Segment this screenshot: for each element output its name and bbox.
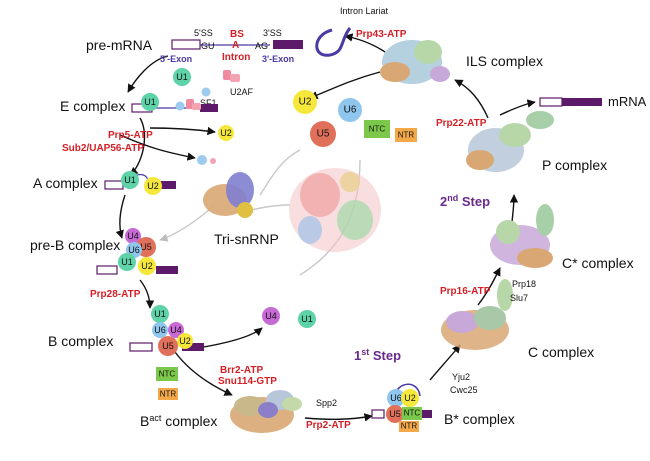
a-u2-label: U2: [147, 181, 159, 191]
b-complex: B complex U1 U4 U6 U2 U5: [48, 305, 204, 356]
b-u5-label: U5: [162, 341, 174, 351]
mrna-label: mRNA: [608, 94, 647, 109]
bs-label: BS: [230, 29, 244, 40]
released-u2af: [210, 158, 216, 164]
exon3-label: 3'-Exon: [262, 54, 294, 64]
slu7-label: Slu7: [510, 293, 528, 303]
pre-b-label: pre-B complex: [30, 237, 120, 253]
ils-label: ILS complex: [466, 53, 543, 69]
e-complex: E complex U1: [60, 93, 218, 114]
exon5-label: 5'-Exon: [160, 54, 192, 64]
ss3-label: 3'SS: [263, 28, 282, 38]
first-step-label: 1st Step: [354, 347, 401, 363]
a-complex: A complex U1 U2: [33, 171, 176, 195]
ntr-label: NTR: [160, 390, 177, 399]
e-complex-label: E complex: [60, 98, 125, 114]
bs-u2-label: U2: [404, 393, 416, 403]
a-u1-label: U1: [124, 175, 136, 185]
b-u1-label: U1: [154, 309, 166, 319]
ils-structure: [380, 40, 450, 84]
intron-lariat-label: Intron Lariat: [340, 6, 389, 16]
a-complex-label: A complex: [33, 175, 98, 191]
u1-free-top: U1: [173, 68, 191, 86]
sf1-label: SF1: [200, 98, 217, 108]
b-u4-label: U4: [170, 325, 182, 335]
yju2-label: Yju2: [452, 372, 470, 382]
bs-u6-label: U6: [390, 393, 402, 403]
prp16-label: Prp16-ATP: [440, 286, 491, 297]
u2-free-e: U2: [218, 125, 234, 141]
bact-complex-label: Bact complex: [140, 413, 217, 429]
second-step-label: 2nd Step: [440, 193, 490, 209]
ntc-label: NTC: [159, 370, 176, 379]
released-snrnps-top: U2 U6 U5 NTC NTR: [293, 90, 417, 147]
preb-u6-label: U6: [128, 245, 140, 255]
preb-u4-label: U4: [127, 231, 139, 241]
preb-u5-label: U5: [140, 242, 152, 252]
bstar-label: B* complex: [444, 411, 515, 427]
u2-label: U2: [220, 128, 232, 138]
prp22-label: Prp22-ATP: [436, 118, 487, 129]
tri-snrnp-label: Tri-snRNP: [214, 231, 279, 247]
bs-u5-label: U5: [389, 409, 401, 419]
top-u2-label: U2: [299, 97, 312, 108]
top-u5-label: U5: [317, 129, 330, 140]
p-complex-label: P complex: [542, 157, 607, 173]
top-ntc-label: NTC: [369, 125, 386, 134]
a-structure: [203, 172, 254, 218]
prp43-label: Prp43-ATP: [356, 29, 407, 40]
gu-label: GU: [201, 41, 215, 51]
central-structure: [289, 168, 381, 252]
p-structure: [466, 111, 554, 172]
ag-label: AG: [255, 41, 268, 51]
spp2-label: Spp2: [316, 398, 337, 408]
branch-a-label: A: [232, 40, 239, 51]
pre-mrna-label: pre-mRNA: [86, 37, 153, 53]
b-u2-label: U2: [179, 336, 191, 346]
cwc25-label: Cwc25: [450, 385, 478, 395]
prp5-label: Prp5-ATP: [108, 130, 153, 141]
bact-structure: [230, 390, 302, 433]
u2af-label: U2AF: [230, 87, 254, 97]
preb-u2-label: U2: [141, 261, 153, 271]
b-u6-label: U6: [154, 325, 166, 335]
bs-ntr-label: NTR: [401, 422, 418, 431]
brr2-label: Brr2-ATP: [220, 365, 263, 376]
b-complex-label: B complex: [48, 333, 113, 349]
intron-lariat: Intron Lariat: [315, 6, 389, 57]
pre-mrna: pre-mRNA 5'SS 3'SS BS A GU AG 5'-Exon In…: [86, 28, 303, 64]
u1-label: U1: [176, 72, 188, 82]
mrna: mRNA: [539, 94, 647, 109]
pre-b-complex: pre-B complex U4 U5 U6 U1 U2: [30, 228, 178, 275]
prp18-label: Prp18: [512, 279, 536, 289]
u2af-sf1: U2AF SF1: [200, 70, 254, 108]
c-structure: [441, 279, 513, 350]
released-sf1: [197, 155, 207, 165]
c-complex-label: C complex: [528, 344, 594, 360]
rel-u4-label: U4: [265, 311, 277, 321]
top-ntr-label: NTR: [398, 131, 415, 140]
ntc-ntr-left: NTC NTR: [156, 367, 178, 400]
intron-label: Intron: [222, 52, 250, 63]
e-u1-label: U1: [144, 97, 156, 107]
prp28-label: Prp28-ATP: [90, 289, 141, 300]
top-u6-label: U6: [344, 105, 357, 116]
sub2-label: Sub2/UAP56-ATP: [62, 143, 144, 154]
cstar-structure: [490, 204, 554, 268]
ss5-label: 5'SS: [194, 28, 213, 38]
cstar-label: C* complex: [562, 255, 634, 271]
rel-u1-label: U1: [301, 314, 313, 324]
bstar-complex: U6 U2 U5 NTC NTR: [371, 383, 432, 432]
preb-u1-label: U1: [121, 257, 133, 267]
released-u4-u1: U4 U1: [262, 307, 316, 328]
prp2-label: Prp2-ATP: [306, 420, 351, 431]
snu114-label: Snu114-GTP: [218, 376, 277, 387]
bs-ntc-label: NTC: [404, 409, 421, 418]
